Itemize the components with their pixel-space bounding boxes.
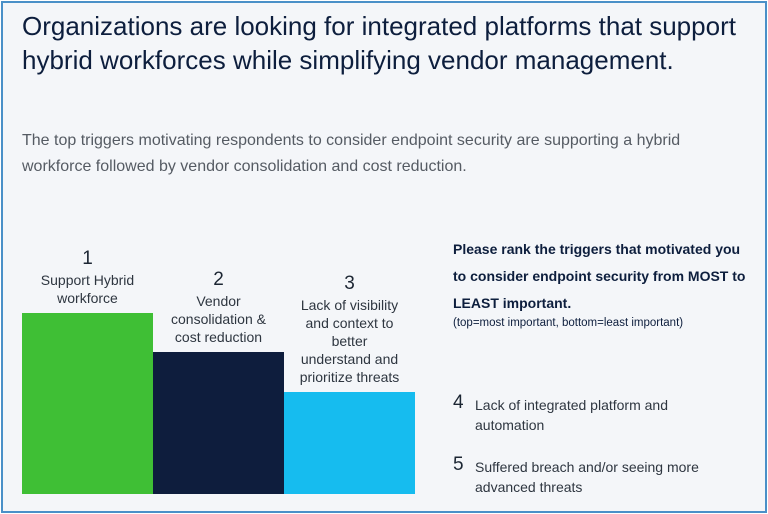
- ranking-note: (top=most important, bottom=least import…: [453, 317, 684, 329]
- rank-label-line: Vendor: [196, 293, 241, 309]
- trigger-label-line: Suffered breach and/or seeing more: [475, 459, 699, 475]
- rank-label-line: cost reduction: [174, 329, 263, 345]
- trigger-label: Suffered breach and/or seeing more advanc…: [475, 457, 735, 497]
- rank-label-line: consolidation &: [171, 311, 266, 327]
- rank-label-line: better: [331, 333, 368, 349]
- survey-question: Please rank the triggers that motivated …: [453, 241, 746, 311]
- rank-label-line: prioritize threats: [299, 369, 400, 385]
- subtitle: The top triggers motivating respondents …: [22, 132, 681, 175]
- trigger-label: Lack of integrated platform and automatio…: [475, 395, 735, 435]
- trigger-label-line: automation: [475, 417, 545, 433]
- rank-number: 4: [453, 392, 464, 413]
- rank-number: 1: [82, 248, 93, 269]
- trigger-label-line: Lack of integrated platform and: [475, 397, 669, 413]
- trigger-label-line: advanced threats: [475, 479, 583, 495]
- rank-label-line: Support Hybrid: [40, 272, 135, 288]
- headline: Organizations are looking for integrated…: [22, 11, 736, 75]
- rank-number: 5: [453, 454, 464, 475]
- podium-bar-rank-3: [284, 392, 415, 494]
- rank-number: 2: [213, 269, 224, 290]
- rank-label-line: workforce: [57, 290, 118, 306]
- podium-bar-rank-2: [153, 352, 284, 494]
- rank-label-line: Lack of visibility: [300, 297, 399, 313]
- podium-bar-rank-1: [22, 313, 153, 494]
- rank-label-line: and context to: [305, 315, 394, 331]
- rank-label-line: understand and: [300, 351, 399, 367]
- rank-number: 3: [344, 273, 355, 294]
